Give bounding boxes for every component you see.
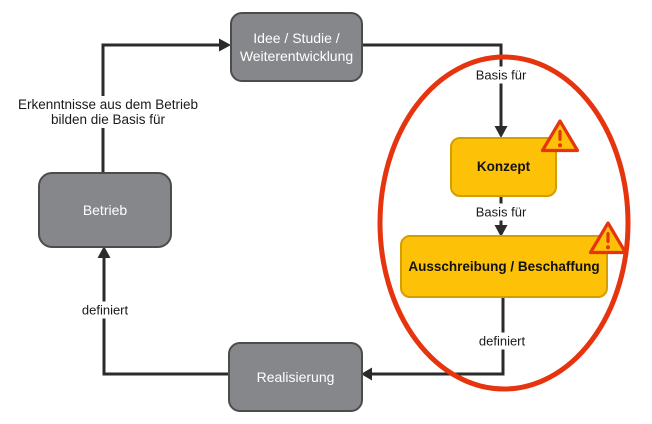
node-realisierung-label: Realisierung (256, 368, 335, 385)
edge-label-basis-fuer-top: Basis für (470, 66, 532, 84)
arrowhead-into-realisierung (361, 367, 372, 381)
edge-label-erkenntnisse-line2: bilden die Basis für (50, 112, 166, 127)
node-ausschreibung-label: Ausschreibung / Beschaffung (408, 258, 600, 274)
arrowhead-into-betrieb (97, 246, 111, 258)
warning-triangle-icon (540, 119, 580, 153)
arrowhead-into-idee (219, 38, 231, 52)
node-ausschreibung-beschaffung: Ausschreibung / Beschaffung (400, 235, 608, 298)
warning-exclamation-dot (558, 143, 562, 148)
warning-exclamation-bar (606, 232, 610, 243)
edge-label-basis-fuer-mid: Basis für (470, 203, 532, 221)
node-konzept-label: Konzept (476, 159, 531, 175)
node-betrieb-label: Betrieb (82, 201, 128, 218)
node-realisierung: Realisierung (228, 342, 363, 412)
node-idee-studie-weiterentwicklung: Idee / Studie / Weiterentwicklung (230, 12, 363, 82)
edge-label-definiert-bottom: definiert (473, 332, 531, 350)
edge-betrieb-to-idee (101, 43, 219, 172)
node-idee-label-line1: Idee / Studie / (253, 29, 340, 46)
edge-label-erkenntnisse: Erkenntnisse aus dem Betrieb bilden die … (0, 96, 218, 128)
warning-exclamation-dot (606, 245, 610, 250)
warning-exclamation-bar (558, 130, 562, 141)
warning-triangle-icon (588, 221, 628, 255)
node-idee-label-line2: Weiterentwicklung (239, 48, 354, 64)
edge-realisierung-to-betrieb (102, 257, 228, 376)
edge-idee-to-konzept (363, 43, 503, 127)
edge-label-definiert-left: definiert (76, 301, 134, 319)
edge-label-erkenntnisse-line1: Erkenntnisse aus dem Betrieb (17, 97, 199, 112)
node-betrieb: Betrieb (38, 172, 172, 248)
